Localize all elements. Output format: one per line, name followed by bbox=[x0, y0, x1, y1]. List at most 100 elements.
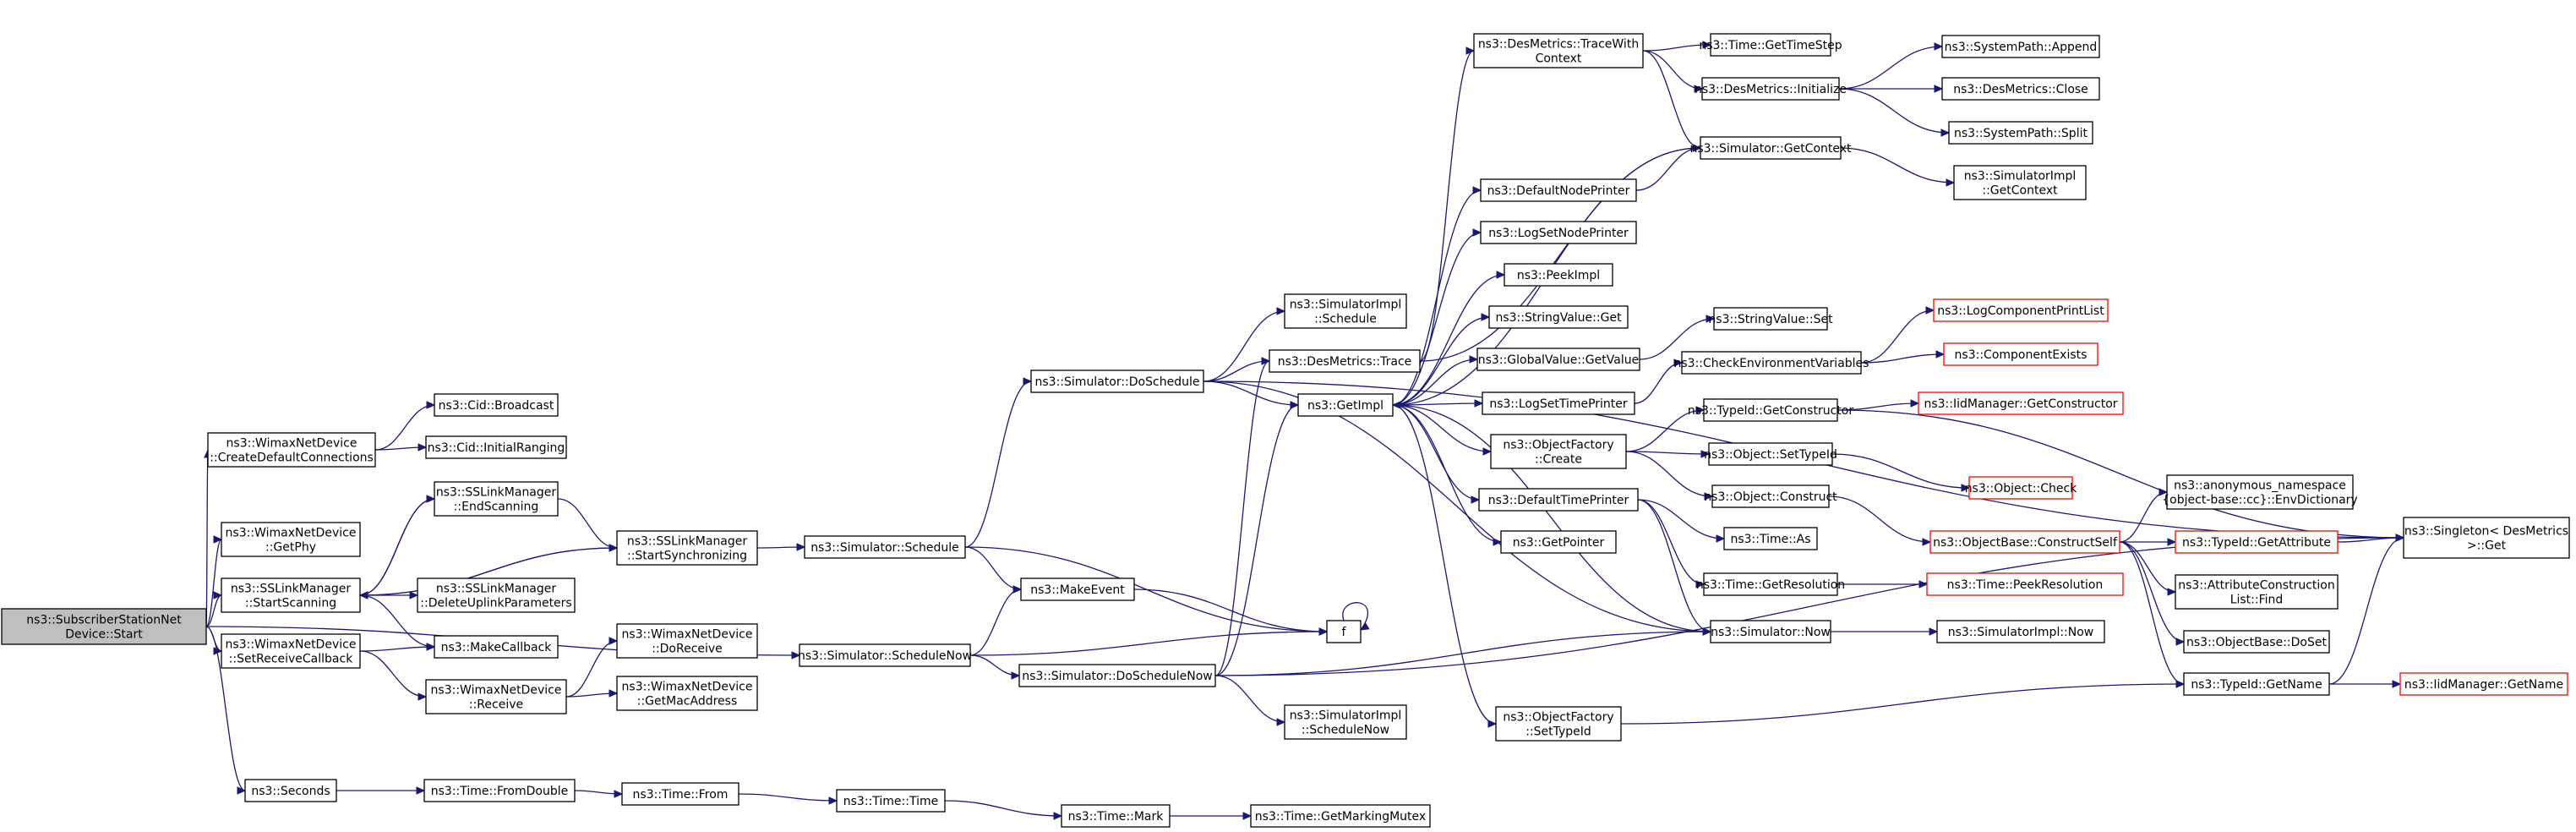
node-simNow[interactable]: ns3::Simulator::Now bbox=[1710, 620, 1831, 643]
edge-line bbox=[1419, 50, 1475, 362]
node-getMac[interactable]: ns3::WimaxNetDevice::GetMacAddress bbox=[616, 676, 758, 711]
node-createConn[interactable]: ns3::WimaxNetDevice::CreateDefaultConnec… bbox=[207, 432, 376, 468]
node-peekImpl[interactable]: ns3::PeekImpl bbox=[1504, 263, 1613, 287]
node-objConstruct[interactable]: ns3::Object::Construct bbox=[1704, 484, 1837, 508]
node-setRecvCb[interactable]: ns3::WimaxNetDevice::SetReceiveCallback bbox=[221, 633, 361, 669]
node-getMarkingMutex[interactable]: ns3::Time::GetMarkingMutex bbox=[1250, 804, 1431, 828]
node-componentExists[interactable]: ns3::ComponentExists bbox=[1943, 342, 2098, 366]
node-logSetNodePrinter[interactable]: ns3::LogSetNodePrinter bbox=[1480, 221, 1637, 244]
node-globalValueGet[interactable]: ns3::GlobalValue::GetValue bbox=[1476, 348, 1640, 371]
node-getPhy[interactable]: ns3::WimaxNetDevice::GetPhy bbox=[221, 522, 361, 557]
node-simImplNow[interactable]: ns3::SimulatorImpl::Now bbox=[1936, 620, 2105, 643]
node-simSchedule[interactable]: ns3::Simulator::Schedule bbox=[804, 535, 966, 559]
node-doScheduleNow[interactable]: ns3::Simulator::DoScheduleNow bbox=[1018, 664, 1216, 687]
node-f[interactable]: f bbox=[1326, 620, 1362, 643]
node-box bbox=[1933, 298, 2109, 322]
node-timeFrom[interactable]: ns3::Time::From bbox=[621, 782, 740, 806]
node-simImplSchedule[interactable]: ns3::SimulatorImpl::Schedule bbox=[1284, 293, 1407, 329]
node-objBaseConstructSelf[interactable]: ns3::ObjectBase::ConstructSelf bbox=[1929, 530, 2120, 554]
node-getTimeStep[interactable]: ns3::Time::GetTimeStep bbox=[1699, 33, 1842, 57]
node-typeIdGetCtor[interactable]: ns3::TypeId::GetConstructor bbox=[1688, 398, 1853, 422]
node-checkEnv[interactable]: ns3::CheckEnvironmentVariables bbox=[1674, 351, 1869, 375]
node-makeCallback[interactable]: ns3::MakeCallback bbox=[434, 635, 559, 659]
node-timeMark[interactable]: ns3::Time::Mark bbox=[1061, 804, 1171, 828]
node-label: ns3::SSLinkManager bbox=[436, 583, 557, 596]
node-singletonGet[interactable]: ns3::Singleton< DesMetrics>::Get bbox=[2403, 517, 2570, 559]
node-desInit[interactable]: ns3::DesMetrics::Initialize bbox=[1695, 77, 1847, 101]
node-startSync[interactable]: ns3::SSLinkManager::StartSynchronizing bbox=[616, 530, 758, 566]
node-desClose[interactable]: ns3::DesMetrics::Close bbox=[1941, 77, 2100, 101]
node-seconds[interactable]: ns3::Seconds bbox=[244, 779, 337, 802]
node-startScanning[interactable]: ns3::SSLinkManager::StartScanning bbox=[221, 577, 361, 613]
node-defaultTimePrinter[interactable]: ns3::DefaultTimePrinter bbox=[1478, 488, 1639, 512]
node-objBaseDoSet[interactable]: ns3::ObjectBase::DoSet bbox=[2183, 630, 2330, 654]
node-box bbox=[1495, 706, 1622, 742]
node-envDictionary[interactable]: ns3::anonymous_namespace{object-base::cc… bbox=[2162, 474, 2358, 510]
node-logCompPrintList[interactable]: ns3::LogComponentPrintList bbox=[1933, 298, 2109, 322]
node-label: ns3::Time::As bbox=[1730, 533, 1810, 546]
node-box bbox=[1713, 307, 1828, 331]
node-simImplScheduleNow[interactable]: ns3::SimulatorImpl::ScheduleNow bbox=[1284, 704, 1407, 740]
node-label: ns3::SubscriberStationNet bbox=[26, 614, 182, 627]
node-objFactorySetTypeId[interactable]: ns3::ObjectFactory::SetTypeId bbox=[1495, 706, 1622, 742]
node-stringValueGet[interactable]: ns3::StringValue::Get bbox=[1488, 305, 1629, 329]
node-box bbox=[244, 779, 337, 802]
node-cidInitRanging[interactable]: ns3::Cid::InitialRanging bbox=[425, 435, 567, 459]
node-label: ns3::StringValue::Get bbox=[1495, 311, 1622, 325]
node-label: ns3::Simulator::Schedule bbox=[810, 541, 959, 555]
node-endScanning[interactable]: ns3::SSLinkManager::EndScanning bbox=[434, 481, 559, 517]
node-receive[interactable]: ns3::WimaxNetDevice::Receive bbox=[425, 679, 567, 714]
node-sysAppend[interactable]: ns3::SystemPath::Append bbox=[1941, 35, 2100, 58]
node-desTrace[interactable]: ns3::DesMetrics::Trace bbox=[1269, 349, 1421, 373]
node-fromDouble[interactable]: ns3::Time::FromDouble bbox=[423, 779, 576, 802]
edge-traceWithContext-to-getContext bbox=[1642, 50, 1702, 152]
node-stringValueSet[interactable]: ns3::StringValue::Set bbox=[1708, 307, 1833, 331]
node-typeIdGetAttr[interactable]: ns3::TypeId::GetAttribute bbox=[2175, 530, 2339, 554]
edge-arrowhead bbox=[1482, 447, 1493, 456]
edge-arrowhead bbox=[426, 401, 436, 409]
edge-desInit-to-sysSplit bbox=[1838, 88, 1951, 137]
node-doSchedule[interactable]: ns3::Simulator::DoSchedule bbox=[1030, 369, 1204, 393]
node-label: ns3::MakeCallback bbox=[441, 641, 553, 654]
node-iidGetName[interactable]: ns3::IidManager::GetName bbox=[2399, 672, 2568, 696]
node-objFactoryCreate[interactable]: ns3::ObjectFactory::Create bbox=[1490, 434, 1627, 469]
node-box bbox=[425, 435, 567, 459]
edge-defaultTimePrinter-to-timeAs bbox=[1637, 499, 1726, 543]
edge-arrowhead bbox=[418, 692, 428, 701]
node-simScheduleNow[interactable]: ns3::Simulator::ScheduleNow bbox=[798, 643, 972, 667]
node-simImplGetContext[interactable]: ns3::SimulatorImpl::GetContext bbox=[1953, 165, 2087, 200]
node-objSetTypeId[interactable]: ns3::Object::SetTypeId bbox=[1704, 442, 1837, 466]
node-doReceive[interactable]: ns3::WimaxNetDevice::DoReceive bbox=[616, 623, 758, 659]
edge-startSync-to-simSchedule bbox=[756, 543, 806, 551]
node-getPointer[interactable]: ns3::GetPointer bbox=[1500, 530, 1617, 554]
node-makeEvent[interactable]: ns3::MakeEvent bbox=[1020, 577, 1135, 601]
edge-defaultTimePrinter-to-timeGetRes bbox=[1637, 499, 1706, 588]
node-defaultNodePrinter[interactable]: ns3::DefaultNodePrinter bbox=[1480, 178, 1637, 202]
node-label: ns3::CheckEnvironmentVariables bbox=[1674, 357, 1869, 370]
node-label: ns3::DesMetrics::Close bbox=[1953, 83, 2088, 96]
node-timePeekRes[interactable]: ns3::Time::PeekResolution bbox=[1926, 572, 2124, 596]
node-label: ns3::WimaxNetDevice bbox=[226, 527, 357, 540]
node-typeIdGetName[interactable]: ns3::TypeId::GetName bbox=[2183, 672, 2330, 696]
node-label: ns3::Singleton< DesMetrics bbox=[2404, 525, 2568, 539]
node-timeGetRes[interactable]: ns3::Time::GetResolution bbox=[1696, 572, 1845, 596]
node-sysSplit[interactable]: ns3::SystemPath::Split bbox=[1948, 121, 2093, 145]
node-timeAs[interactable]: ns3::Time::As bbox=[1723, 527, 1818, 550]
edge-arrowhead bbox=[796, 543, 806, 551]
node-cidBroadcast[interactable]: ns3::Cid::Broadcast bbox=[434, 393, 559, 417]
node-iidGetCtor[interactable]: ns3::IidManager::GetConstructor bbox=[1918, 391, 2124, 415]
node-getContext[interactable]: ns3::Simulator::GetContext bbox=[1689, 136, 1852, 160]
node-box bbox=[1480, 221, 1637, 244]
edge-line bbox=[1342, 602, 1368, 631]
node-timeTime[interactable]: ns3::Time::Time bbox=[836, 789, 946, 813]
node-deleteUplink[interactable]: ns3::SSLinkManager::DeleteUplinkParamete… bbox=[417, 577, 576, 613]
node-box bbox=[1269, 349, 1421, 373]
node-getImpl[interactable]: ns3::GetImpl bbox=[1297, 393, 1394, 417]
node-objCheck[interactable]: ns3::Object::Check bbox=[1965, 476, 2077, 500]
edge-doScheduleNow-to-getImpl bbox=[1214, 401, 1300, 676]
node-logSetTimePrinter[interactable]: ns3::LogSetTimePrinter bbox=[1482, 391, 1635, 415]
